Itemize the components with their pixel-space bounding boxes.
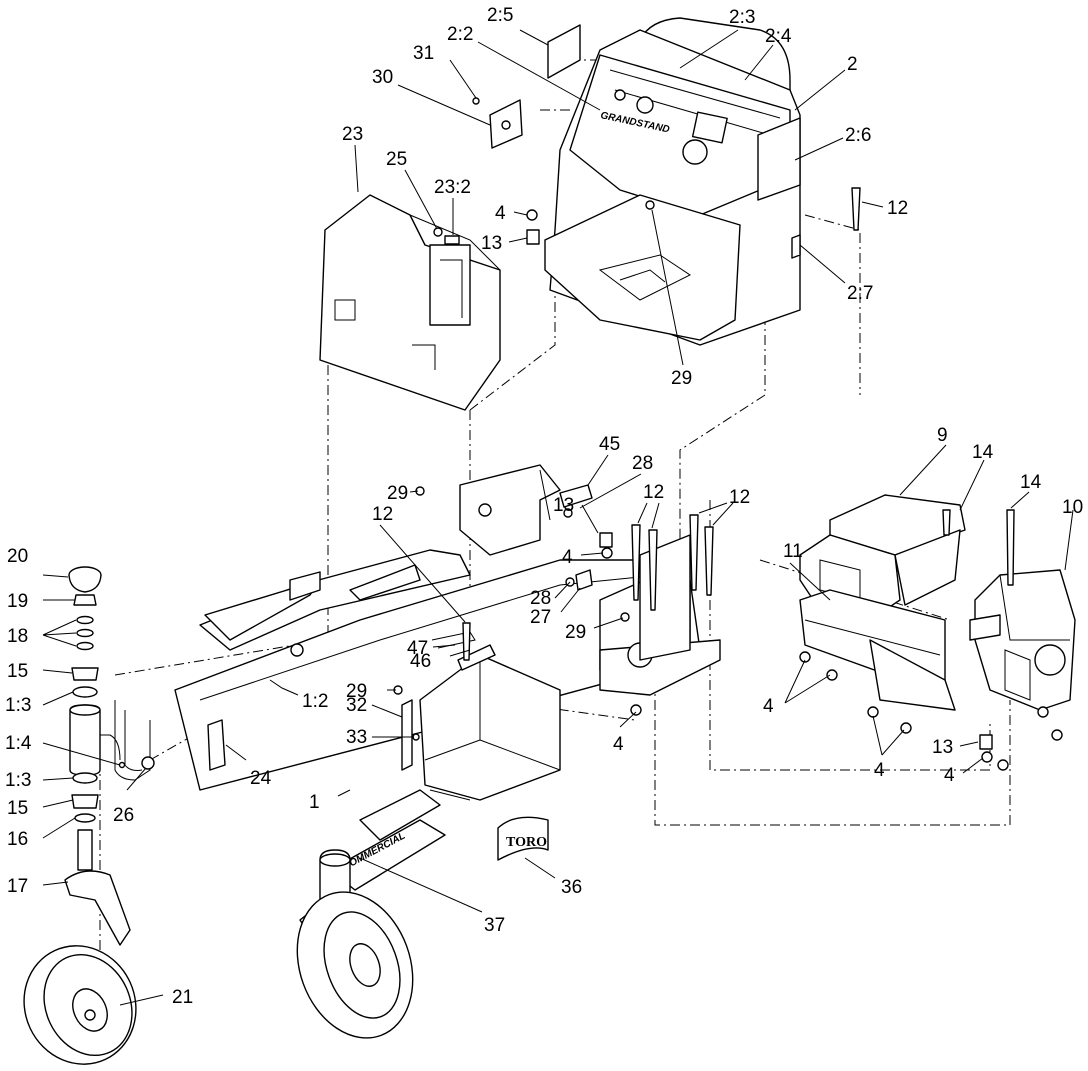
- bracket-30: [489, 99, 523, 149]
- callout-28-top: 28: [632, 453, 653, 474]
- callout-23: 23: [342, 124, 363, 145]
- callout-4-bracket: 4: [763, 696, 774, 717]
- bracket-10: [969, 569, 1076, 711]
- callout-4-low: 4: [613, 734, 624, 755]
- callout-17: 17: [7, 876, 28, 897]
- callout-18: 18: [7, 626, 28, 647]
- callout-32: 32: [346, 695, 367, 716]
- callout-28-mid: 28: [530, 588, 551, 609]
- callout-24: 24: [250, 768, 272, 789]
- callout-29-console: 29: [671, 368, 692, 389]
- callout-12-center: 12: [643, 482, 664, 503]
- side-panel: [319, 194, 501, 411]
- callout-2-3: 2:3: [729, 7, 755, 28]
- callout-2-2: 2:2: [447, 24, 473, 45]
- callout-9: 9: [937, 425, 948, 446]
- callout-20: 20: [7, 546, 28, 567]
- callout-1: 1: [309, 792, 320, 813]
- bracket-11: [799, 589, 956, 711]
- callout-10: 10: [1062, 497, 1083, 518]
- callout-29-mid: 29: [565, 622, 586, 643]
- callout-29-low: 29: [346, 681, 367, 702]
- plate-24: [207, 719, 226, 771]
- callout-labels: 2:5 2:3 2:4 2:2 31 30 2 2:6 12 23 25 23:…: [5, 5, 1083, 1008]
- callout-12-top: 12: [887, 198, 908, 219]
- callout-4-right: 4: [944, 765, 955, 786]
- callout-25: 25: [386, 149, 407, 170]
- callout-2-6: 2:6: [845, 125, 871, 146]
- callout-14-right: 14: [1020, 472, 1042, 493]
- callout-15-lower: 15: [7, 798, 28, 819]
- callout-45: 45: [599, 434, 620, 455]
- control-console: GRANDSTAND: [544, 17, 801, 346]
- main-frame: COMMERCIAL: [69, 464, 721, 891]
- callout-33: 33: [346, 727, 367, 748]
- callout-2-5: 2:5: [487, 5, 513, 26]
- callout-1-2: 1:2: [302, 691, 328, 712]
- callout-30: 30: [372, 67, 393, 88]
- callout-15-upper: 15: [7, 661, 28, 682]
- callout-13-top: 13: [481, 233, 502, 254]
- callout-47: 47: [407, 638, 428, 659]
- callout-21: 21: [172, 987, 193, 1008]
- decal-36: TORO: [497, 816, 549, 861]
- callout-4-top: 4: [495, 203, 506, 224]
- callout-46: 46: [410, 651, 431, 672]
- callout-12-frame: 12: [372, 504, 393, 525]
- callout-14-left: 14: [972, 442, 994, 463]
- callout-37: 37: [484, 915, 505, 936]
- callout-29-plate: 29: [387, 483, 408, 504]
- callout-26: 26: [113, 805, 134, 826]
- callout-11: 11: [783, 541, 803, 562]
- callout-36: 36: [561, 877, 582, 898]
- callout-16: 16: [7, 829, 28, 850]
- callout-4-bottom: 4: [874, 760, 885, 781]
- callout-19: 19: [7, 591, 28, 612]
- callout-2: 2: [847, 54, 858, 75]
- callout-12-right: 12: [729, 487, 750, 508]
- latch-46-47: [431, 631, 496, 671]
- toro-decal-text: TORO: [506, 835, 547, 850]
- callout-1-3-lower: 1:3: [5, 770, 31, 791]
- callout-2-4: 2:4: [765, 26, 792, 47]
- leader-lines: [42, 29, 1074, 1006]
- bracket-32: [401, 699, 413, 771]
- bumper-45: [559, 484, 593, 508]
- callout-13-center: 13: [553, 495, 574, 516]
- callout-13-right: 13: [932, 737, 953, 758]
- callout-2-7: 2:7: [847, 283, 873, 304]
- left-caster: [23, 566, 137, 1065]
- callout-1-4: 1:4: [5, 733, 32, 754]
- callout-31: 31: [413, 43, 434, 64]
- callout-4-center: 4: [562, 547, 573, 568]
- right-caster: [296, 849, 414, 1039]
- callout-1-3-upper: 1:3: [5, 695, 31, 716]
- hardware: [118, 97, 1063, 771]
- callout-23-2: 23:2: [434, 177, 471, 198]
- callout-27: 27: [530, 607, 551, 628]
